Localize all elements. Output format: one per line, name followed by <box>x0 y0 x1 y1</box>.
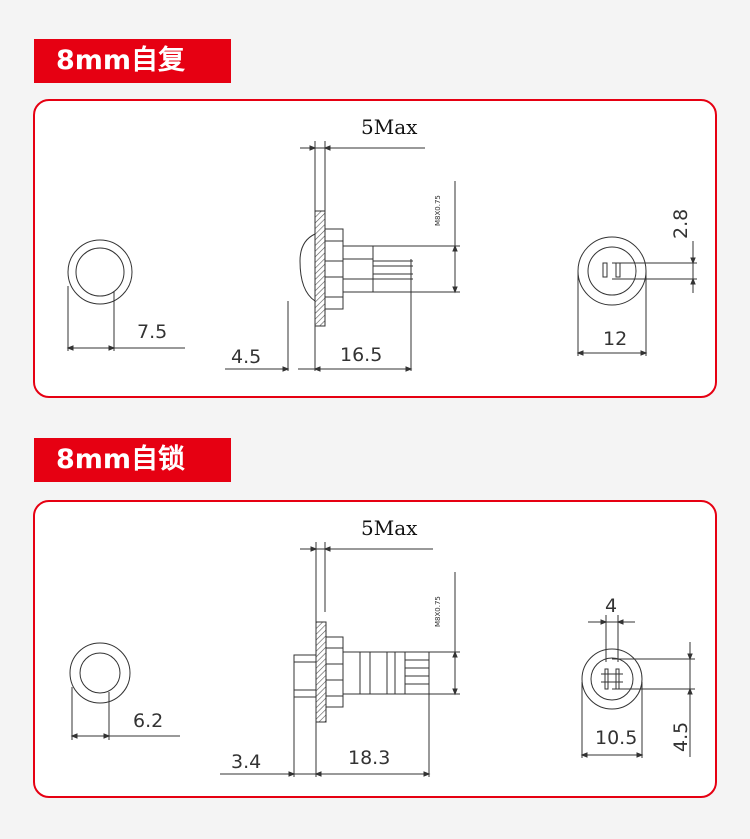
side-view-momentary <box>225 141 460 372</box>
panel-momentary: 7.5 <box>33 99 717 398</box>
dim-pin-gap: 4.5 <box>670 722 692 752</box>
dim-body-length: 16.5 <box>340 344 382 366</box>
dim-front-diameter: 6.2 <box>133 710 163 732</box>
front-view-momentary <box>66 239 185 351</box>
dim-flange: 3.4 <box>231 751 261 773</box>
dim-max-length: 5Max <box>361 516 418 540</box>
dim-rear-diameter: 12 <box>603 328 627 350</box>
dim-flange: 4.5 <box>231 346 261 368</box>
dim-thread: M8X0.75 <box>434 195 442 226</box>
section-title-latching: 8mm自锁 <box>34 438 231 482</box>
rear-view-momentary <box>576 236 697 356</box>
dim-thread: M8X0.75 <box>434 596 442 627</box>
side-view-latching <box>220 542 460 777</box>
panel-latching: 6.2 <box>33 500 717 798</box>
drawing-latching: 6.2 <box>69 516 695 777</box>
drawing-momentary: 7.5 <box>66 115 697 372</box>
dim-max-length: 5Max <box>361 115 418 139</box>
section-title-momentary: 8mm自复 <box>34 39 231 83</box>
dim-top-width: 4 <box>605 595 617 617</box>
dim-body-length: 18.3 <box>348 747 390 769</box>
front-view-latching <box>69 642 180 740</box>
rear-view-latching <box>580 615 695 758</box>
dim-front-diameter: 7.5 <box>137 321 167 343</box>
dim-pin-gap: 2.8 <box>670 209 692 239</box>
dim-rear-diameter: 10.5 <box>595 727 637 749</box>
